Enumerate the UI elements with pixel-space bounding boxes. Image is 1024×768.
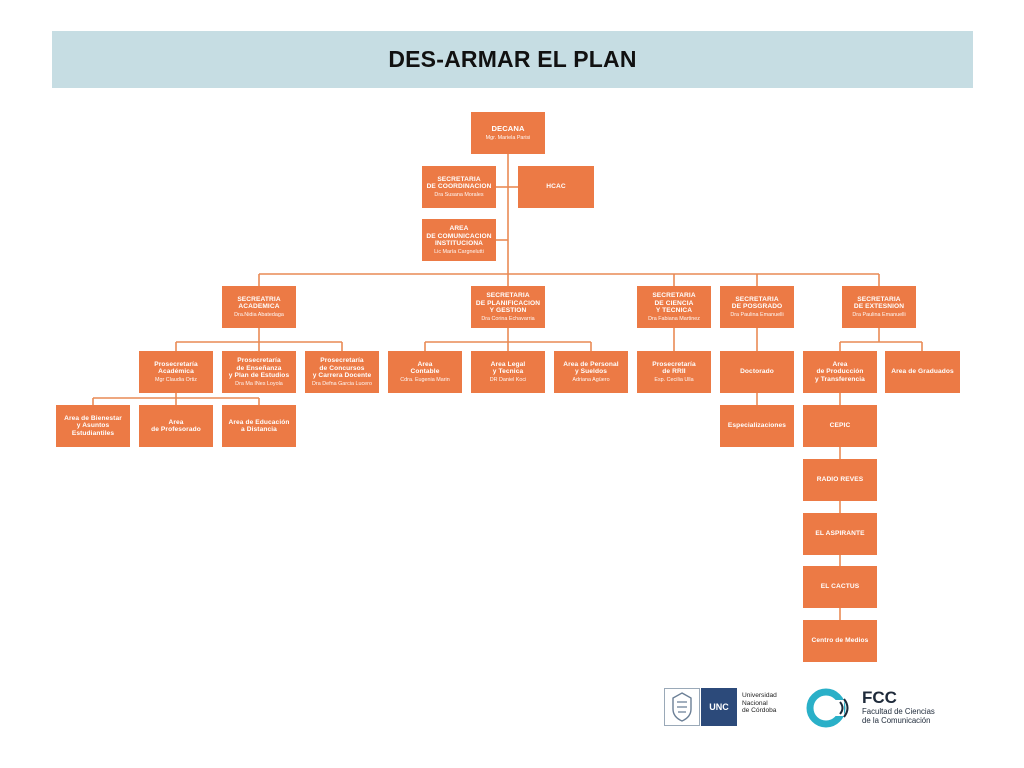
node-label: Prosecretaría de Concursos y Carrera Doc… [312,357,372,380]
node-area-graduados: Area de Graduados [885,351,960,393]
fcc-abbr: FCC [862,688,897,707]
node-label: DECANA [491,124,525,134]
node-secretaria-academica: SECREATRIA ACADEMICA Dra.Nidia Abatedaga [222,286,296,328]
node-label: Prosecretaría de RRII [652,361,696,376]
node-secretaria-planificacion: SECRETARIA DE PLANIFICACION Y GESTION Dr… [471,286,545,328]
fcc-logo-icon [806,688,849,728]
node-label: Area Contable [410,361,440,376]
node-label: SECRETARIA DE POSGRADO [731,296,783,311]
node-sub: Lic María Cargnelutti [434,248,484,255]
node-sub: Dra.Nidia Abatedaga [234,311,284,318]
node-secretaria-posgrado: SECRETARIA DE POSGRADO Dra Paulina Emanu… [720,286,794,328]
node-label: SECRETARIA DE EXTESNION [853,296,905,311]
node-sub: Cdra. Eugenia Marin [400,376,450,383]
node-cepic: CEPIC [803,405,877,447]
node-sub: Mgr Claudia Ortiz [155,376,197,383]
title-bar: DES-ARMAR EL PLAN [52,31,973,88]
node-sub: Adriana Agüero [572,376,610,383]
unc-name: Universidad Nacional de Córdoba [742,692,777,715]
node-sub: Dra Ma INes Loyola [235,380,283,387]
footer-logos: UNC Universidad Nacional de Córdoba FCC … [664,686,954,730]
node-sub: Dra Paulina Emanuelli [730,311,784,318]
node-area-profesorado: Area de Profesorado [139,405,213,447]
node-secretaria-ciencia: SECRETARIA DE CIENCIA Y TECNICA Dra Fabi… [637,286,711,328]
node-area-contable: Area Contable Cdra. Eugenia Marin [388,351,462,393]
node-area-educacion-distancia: Area de Educación a Distancia [222,405,296,447]
node-label: Area de Personal y Sueldos [563,361,619,376]
node-el-cactus: EL CACTUS [803,566,877,608]
node-sub: Mgr. Mariela Parisi [485,134,531,141]
node-label: Doctorado [740,368,774,376]
node-label: SECREATRIA ACADEMICA [237,296,281,311]
node-label: AREA DE COMUNICACION INSTITUCIONA [426,225,492,248]
node-sub: Dra Corina Echavarria [481,315,535,322]
node-secretaria-extension: SECRETARIA DE EXTESNION Dra Paulina Eman… [842,286,916,328]
node-hcac: HCAC [518,166,594,208]
node-prosecretaria-academica: Prosecretaría Académica Mgr Claudia Orti… [139,351,213,393]
node-prosecretaria-rrii: Prosecretaría de RRII Esp. Cecilia Ulla [637,351,711,393]
node-label: Area de Graduados [891,368,954,376]
page-title: DES-ARMAR EL PLAN [388,46,637,72]
node-sub: Dra Susana Morales [434,191,484,198]
node-label: EL CACTUS [820,583,860,591]
node-decana: DECANA Mgr. Mariela Parisi [471,112,545,154]
node-sub: Esp. Cecilia Ulla [654,376,694,383]
node-label: SECRETARIA DE COORDINACION [426,176,492,191]
node-label: Area de Producción y Transferencia [815,360,865,383]
node-radio-reves: RADIO REVES [803,459,877,501]
fcc-name: Facultad de Ciencias de la Comunicación [862,707,935,725]
unc-logo-box: UNC [701,688,737,726]
node-especializaciones: Especializaciones [720,405,794,447]
node-area-comunicacion: AREA DE COMUNICACION INSTITUCIONA Lic Ma… [422,219,496,261]
node-sub: DR Daniel Koci [489,376,527,383]
node-centro-medios: Centro de Medios [803,620,877,662]
unc-crest-logo [664,688,700,726]
node-label: RADIO REVES [816,476,864,484]
node-label: Area de Educación a Distancia [228,418,290,433]
node-sub: Dra Defna Garcia Lucero [312,380,372,387]
node-label: Especializaciones [727,422,787,430]
node-label: Centro de Medios [811,637,869,645]
node-label: SECRETARIA DE PLANIFICACION Y GESTION [475,292,541,315]
node-label: SECRETARIA DE CIENCIA Y TECNICA [652,292,696,315]
node-secretaria-coordinacion: SECRETARIA DE COORDINACION Dra Susana Mo… [422,166,496,208]
node-doctorado: Doctorado [720,351,794,393]
node-area-bienestar: Area de Bienestar y Asuntos Estudiantile… [56,405,130,447]
node-label: CEPIC [829,422,851,430]
node-prosecretaria-ensenanza: Prosecretaría de Enseñanza y Plan de Est… [222,351,296,393]
node-label: EL ASPIRANTE [815,530,865,538]
node-label: Prosecretaría de Enseñanza y Plan de Est… [228,357,290,380]
node-area-produccion: Area de Producción y Transferencia [803,351,877,393]
node-area-personal: Area de Personal y Sueldos Adriana Agüer… [554,351,628,393]
node-el-aspirante: EL ASPIRANTE [803,513,877,555]
node-area-legal: Area Legal y Tecnica DR Daniel Koci [471,351,545,393]
node-sub: Dra Fabiana Martinez [648,315,700,322]
node-prosecretaria-concursos: Prosecretaría de Concursos y Carrera Doc… [305,351,379,393]
node-sub: Dra Paulina Emanuelli [852,311,906,318]
node-label: Prosecretaría Académica [154,361,198,376]
node-label: HCAC [546,183,566,191]
node-label: Area Legal y Tecnica [490,361,526,376]
node-label: Area de Bienestar y Asuntos Estudiantile… [64,414,122,437]
node-label: Area de Profesorado [151,418,201,433]
